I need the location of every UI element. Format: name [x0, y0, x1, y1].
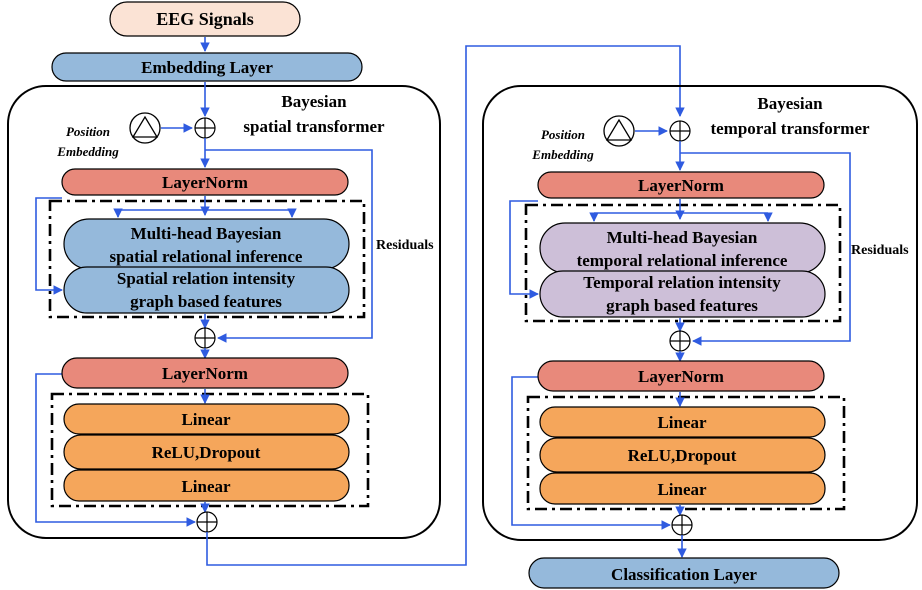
- spatial-title-line2: spatial transformer: [243, 117, 385, 136]
- temporal-add-icon-1: [669, 120, 691, 142]
- temporal-linear-2: [539, 472, 826, 505]
- spatial-attention-group: [48, 199, 366, 319]
- temporal-attention-group: [524, 203, 842, 323]
- spatial-attention-line2: spatial relational inference: [110, 247, 303, 266]
- temporal-linear-2-label: Linear: [657, 480, 707, 499]
- embedding-layer-box: [51, 52, 363, 82]
- temporal-title-line1: Bayesian: [757, 94, 823, 113]
- temporal-layernorm-1: [537, 171, 825, 199]
- temporal-layernorm-2: [537, 360, 825, 392]
- temporal-position-line2: Embedding: [531, 147, 594, 162]
- spatial-relu-dropout-label: ReLU,Dropout: [152, 443, 261, 462]
- temporal-transformer-container: [482, 85, 918, 541]
- temporal-linear-1-label: Linear: [657, 413, 707, 432]
- temporal-graph-line1: Temporal relation intensity: [583, 273, 781, 292]
- spatial-add-icon-1: [194, 117, 216, 139]
- temporal-position-wave-icon: [603, 115, 635, 147]
- spatial-linear-1: [63, 403, 350, 435]
- spatial-layernorm-2-label: LayerNorm: [162, 364, 248, 383]
- spatial-position-wave-icon: [129, 112, 161, 144]
- spatial-linear-2: [63, 469, 350, 502]
- classification-layer-label: Classification Layer: [611, 565, 757, 584]
- spatial-linear-1-label: Linear: [181, 410, 231, 429]
- temporal-linear-1: [539, 406, 826, 438]
- spatial-ffn-group: [50, 392, 370, 508]
- temporal-relu-dropout-label: ReLU,Dropout: [628, 446, 737, 465]
- temporal-add-icon-3: [671, 514, 693, 536]
- spatial-linear-2-label: Linear: [181, 477, 231, 496]
- spatial-layernorm-1: [61, 168, 349, 196]
- temporal-residuals-label: Residuals: [851, 243, 909, 258]
- temporal-ffn-group: [526, 395, 846, 511]
- spatial-add-icon-2: [194, 327, 216, 349]
- embedding-layer-label: Embedding Layer: [141, 58, 273, 77]
- spatial-layernorm-2: [61, 357, 349, 389]
- spatial-relu-dropout: [63, 434, 350, 470]
- temporal-position-line1: Position: [541, 127, 585, 142]
- spatial-add-icon-3: [196, 511, 218, 533]
- temporal-graph-box: [539, 270, 826, 318]
- temporal-relu-dropout: [539, 437, 826, 473]
- spatial-attention-line1: Multi-head Bayesian: [131, 224, 282, 243]
- spatial-position-line2: Embedding: [56, 144, 119, 159]
- temporal-graph-line2: graph based features: [606, 296, 758, 315]
- spatial-layernorm-1-label: LayerNorm: [162, 173, 248, 192]
- spatial-transformer-container: [7, 85, 441, 539]
- temporal-layernorm-1-label: LayerNorm: [638, 176, 724, 195]
- eeg-signals-box: [109, 1, 301, 37]
- temporal-add-icon-2: [669, 330, 691, 352]
- spatial-graph-box: [63, 266, 350, 314]
- temporal-title-line2: temporal transformer: [710, 119, 870, 138]
- spatial-position-line1: Position: [66, 124, 110, 139]
- temporal-attention-line2: temporal relational inference: [577, 251, 788, 270]
- spatial-residuals-label: Residuals: [376, 238, 434, 253]
- spatial-title-line1: Bayesian: [281, 92, 347, 111]
- eeg-signals-label: EEG Signals: [156, 9, 254, 29]
- spatial-graph-line1: Spatial relation intensity: [117, 269, 296, 288]
- spatial-graph-line2: graph based features: [130, 292, 282, 311]
- classification-layer-box: [528, 557, 840, 589]
- temporal-layernorm-2-label: LayerNorm: [638, 367, 724, 386]
- temporal-attention-line1: Multi-head Bayesian: [607, 228, 758, 247]
